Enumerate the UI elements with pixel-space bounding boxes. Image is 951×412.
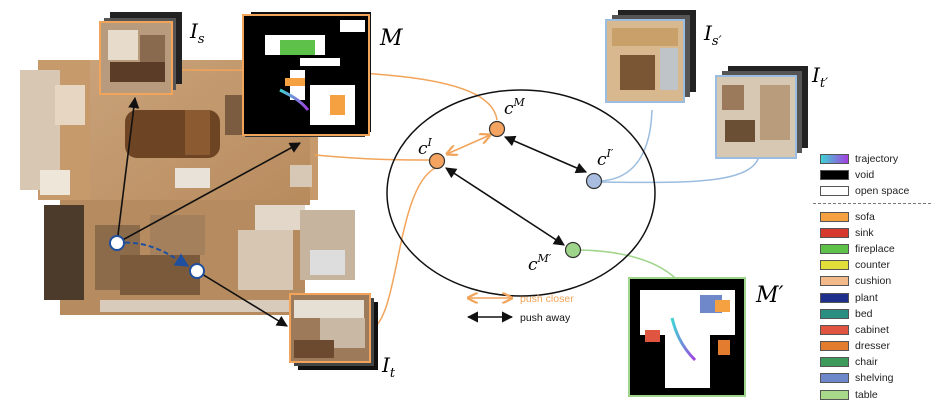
arrow-to-It [196,270,288,327]
arrow-legend: push closer push away [466,293,574,324]
push-closer-arrow-cM-cI [447,135,490,154]
arrow-to-Is [116,96,140,244]
legend-swatch-chair [820,357,849,368]
node-cMp [564,241,582,259]
legend-item-cabinet: cabinet [813,322,933,338]
line-Itp-to-cIp [599,149,761,184]
arrow-to-M [116,142,301,244]
map-Mp [628,277,746,397]
legend-separator [813,202,931,205]
legend-label-void: void [855,169,875,182]
legend-item-bed: bed [813,306,933,322]
image-Isp [605,10,696,103]
legend-label-sofa: sofa [855,210,875,223]
legend-swatch-cushion [820,276,849,287]
embedding-nodes [428,120,603,259]
legend-swatch-plant [820,292,849,303]
line-Isp-to-cIp [599,109,653,182]
legend-item-dresser: dresser [813,338,933,354]
connector-lines [116,69,761,331]
legend-swatch-shelving [820,373,849,384]
legend-item-sink: sink [813,225,933,241]
label-cM: cM [504,96,526,119]
category-legend: trajectory void open space sofa sink fireplac… [813,151,933,403]
line-M-to-cI [314,154,431,161]
legend-item-trajectory: trajectory [813,151,933,167]
legend-swatch-table [820,389,849,400]
legend-swatch-cabinet [820,324,849,335]
label-cMp: cM′ [528,252,552,275]
legend-item-shelving: shelving [813,370,933,386]
label-Isp: Is′ [703,21,722,49]
node-cIp [585,172,603,190]
nav-node-end [189,263,205,279]
line-cMp-to-Mp [574,249,681,284]
legend-label-dresser: dresser [855,340,891,353]
legend-item-open-space: open space [813,183,933,199]
label-Itp: It′ [811,63,828,91]
push-away-arrow-cM-cIp [503,135,588,174]
legend-label-plant: plant [855,291,878,304]
legend-label-bed: bed [855,307,873,320]
trajectory-arrow [116,241,190,267]
legend-swatch-sofa [820,211,849,222]
node-cM [488,120,506,138]
push-away-arrow-cI-cMp [445,167,565,246]
image-It [289,293,378,370]
legend-label-fireplace: fireplace [855,242,895,255]
legend-swatch-dresser [820,341,849,352]
label-It: It [381,353,396,381]
label-cIp: cI′ [597,147,614,170]
legend-item-cushion: cushion [813,273,933,289]
legend-swatch-open-space [820,186,849,197]
legend-label-shelving: shelving [855,372,894,385]
legend-label-cabinet: cabinet [855,323,889,336]
legend-label-chair: chair [855,356,878,369]
map-M [242,12,371,137]
image-Is [99,12,182,95]
legend-swatch-fireplace [820,243,849,254]
label-Mp: M′ [755,283,784,308]
image-Itp [715,66,808,159]
legend-swatch-trajectory [820,154,849,164]
node-cI [428,152,446,170]
label-M: M [379,26,403,51]
line-It-to-cI [369,167,436,331]
nav-node-start [109,235,125,251]
legend-swatch-void [820,170,849,181]
legend-item-fireplace: fireplace [813,241,933,257]
legend-label-open-space: open space [855,185,910,198]
label-Is: Is [189,19,205,47]
legend-swatch-counter [820,260,849,271]
legend-swatch-bed [820,308,849,319]
legend-swatch-sink [820,227,849,238]
legend-label-counter: counter [855,259,891,272]
legend-item-sofa: sofa [813,209,933,225]
legend-item-chair: chair [813,354,933,370]
legend-item-plant: plant [813,290,933,306]
push-away-label: push away [520,312,571,324]
legend-label-cushion: cushion [855,275,892,288]
legend-label-trajectory: trajectory [855,153,899,165]
legend-label-table: table [855,388,878,401]
push-closer-label: push closer [520,293,574,305]
label-cI: cI [418,136,433,159]
legend-item-void: void [813,167,933,183]
embedding-space-ellipse [386,89,656,297]
legend-item-table: table [813,387,933,403]
legend-item-counter: counter [813,257,933,273]
legend-label-sink: sink [855,226,874,239]
